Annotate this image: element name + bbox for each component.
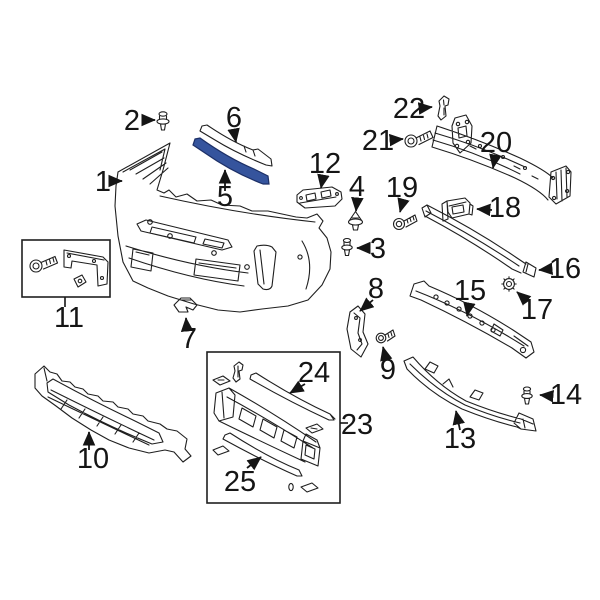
part-17-arrow bbox=[516, 291, 532, 306]
part-22-label[interactable]: 22 bbox=[393, 93, 425, 125]
part-8-label[interactable]: 8 bbox=[368, 273, 384, 305]
part-19-drawing bbox=[392, 214, 418, 230]
part-6-arrow bbox=[227, 127, 240, 143]
part-23-callout[interactable]: 23 bbox=[206, 351, 373, 504]
part-3-drawing bbox=[341, 237, 353, 257]
part-13-label[interactable]: 13 bbox=[444, 423, 476, 455]
part-16-label[interactable]: 16 bbox=[549, 253, 581, 285]
part-17-callout[interactable]: 17 bbox=[501, 276, 553, 326]
part-11-label[interactable]: 11 bbox=[54, 302, 84, 334]
part-22-callout[interactable]: 22 bbox=[393, 93, 450, 125]
part-3-callout[interactable]: 3 bbox=[341, 233, 386, 265]
part-14-arrow bbox=[539, 389, 555, 403]
part-9-drawing bbox=[375, 329, 396, 344]
part-12-callout[interactable]: 12 bbox=[296, 148, 343, 209]
part-8-arrow bbox=[359, 297, 375, 312]
part-19-label[interactable]: 19 bbox=[386, 172, 418, 204]
part-23-group-box bbox=[206, 351, 341, 504]
part-14-callout[interactable]: 14 bbox=[521, 379, 582, 411]
part-22-arrow bbox=[417, 102, 433, 115]
part-9-arrow bbox=[380, 346, 393, 362]
part-21-callout[interactable]: 21 bbox=[362, 125, 434, 157]
part-14-drawing bbox=[521, 386, 533, 405]
part-1-drawing bbox=[114, 142, 332, 313]
part-7-arrow bbox=[180, 317, 194, 332]
part-16-callout[interactable]: 16 bbox=[421, 204, 581, 285]
part-25-arrow bbox=[246, 456, 262, 471]
part-13-drawing bbox=[403, 356, 537, 432]
part-7-callout[interactable]: 7 bbox=[173, 297, 198, 355]
part-21-arrow bbox=[389, 133, 404, 147]
part-24-drawing bbox=[249, 372, 336, 421]
part-8-drawing bbox=[346, 305, 369, 358]
part-9-label[interactable]: 9 bbox=[380, 354, 396, 386]
part-25-callout[interactable]: 25 bbox=[222, 432, 303, 498]
part-18-arrow bbox=[476, 203, 493, 217]
part-25-drawing bbox=[222, 432, 303, 477]
part-9-callout[interactable]: 9 bbox=[375, 329, 396, 386]
part-13-arrow bbox=[452, 410, 465, 431]
part-4-arrow bbox=[351, 196, 364, 212]
part-10-label[interactable]: 10 bbox=[77, 443, 109, 475]
part-2-label[interactable]: 2 bbox=[124, 105, 140, 137]
part-7-drawing bbox=[173, 297, 198, 313]
part-16-arrow bbox=[538, 262, 554, 276]
part-5-drawing-highlight[interactable] bbox=[192, 137, 270, 185]
part-10-drawing bbox=[34, 365, 192, 463]
part-12-drawing bbox=[296, 186, 343, 209]
part-6-callout[interactable]: 6 bbox=[199, 102, 273, 167]
part-18-label[interactable]: 18 bbox=[489, 192, 521, 224]
part-6-label[interactable]: 6 bbox=[226, 102, 242, 134]
part-11-group-box bbox=[21, 239, 111, 298]
part-6-drawing bbox=[199, 124, 273, 167]
part-21-drawing bbox=[404, 130, 434, 148]
part-14-label[interactable]: 14 bbox=[550, 379, 582, 411]
part-22-drawing bbox=[437, 95, 450, 121]
part-23-label[interactable]: 23 bbox=[341, 409, 373, 441]
part-3-label[interactable]: 3 bbox=[370, 233, 386, 265]
part-23-drawing bbox=[212, 361, 324, 493]
part-24-label[interactable]: 24 bbox=[298, 357, 330, 389]
part-4-label[interactable]: 4 bbox=[349, 171, 365, 203]
part-11-drawing bbox=[29, 249, 109, 288]
part-17-drawing bbox=[501, 276, 517, 292]
part-17-label[interactable]: 17 bbox=[521, 294, 553, 326]
part-13-callout[interactable]: 13 bbox=[403, 356, 537, 455]
part-20-drawing bbox=[431, 114, 572, 205]
part-5-label[interactable]: 5 bbox=[217, 181, 233, 213]
part-12-arrow bbox=[317, 173, 330, 189]
part-15-arrow bbox=[463, 301, 476, 317]
part-20-arrow bbox=[489, 153, 502, 169]
part-10-callout[interactable]: 10 bbox=[34, 365, 192, 475]
part-4-callout[interactable]: 4 bbox=[347, 171, 366, 231]
part-15-callout[interactable]: 15 bbox=[409, 275, 535, 359]
part-7-label[interactable]: 7 bbox=[181, 323, 197, 355]
part-19-callout[interactable]: 19 bbox=[386, 172, 418, 230]
part-1-label[interactable]: 1 bbox=[95, 166, 111, 198]
part-2-callout[interactable]: 2 bbox=[124, 105, 170, 137]
part-21-label[interactable]: 21 bbox=[362, 125, 394, 157]
part-8-callout[interactable]: 8 bbox=[346, 273, 384, 358]
part-20-label[interactable]: 20 bbox=[480, 127, 512, 159]
part-12-label[interactable]: 12 bbox=[309, 148, 341, 180]
part-16-drawing bbox=[421, 204, 537, 278]
part-18-drawing bbox=[441, 197, 474, 222]
part-15-label[interactable]: 15 bbox=[454, 275, 486, 307]
part-24-arrow bbox=[289, 380, 306, 394]
part-18-callout[interactable]: 18 bbox=[441, 192, 521, 224]
part-20-callout[interactable]: 20 bbox=[431, 114, 572, 205]
part-1-callout[interactable]: 1 bbox=[95, 142, 332, 313]
part-2-drawing bbox=[156, 111, 170, 131]
part-11-callout[interactable]: 11 bbox=[21, 239, 111, 334]
part-5-callout-highlighted[interactable]: 5 bbox=[192, 137, 270, 213]
part-24-callout[interactable]: 24 bbox=[249, 357, 336, 421]
part-25-label[interactable]: 25 bbox=[224, 466, 256, 498]
part-19-arrow bbox=[397, 197, 410, 213]
